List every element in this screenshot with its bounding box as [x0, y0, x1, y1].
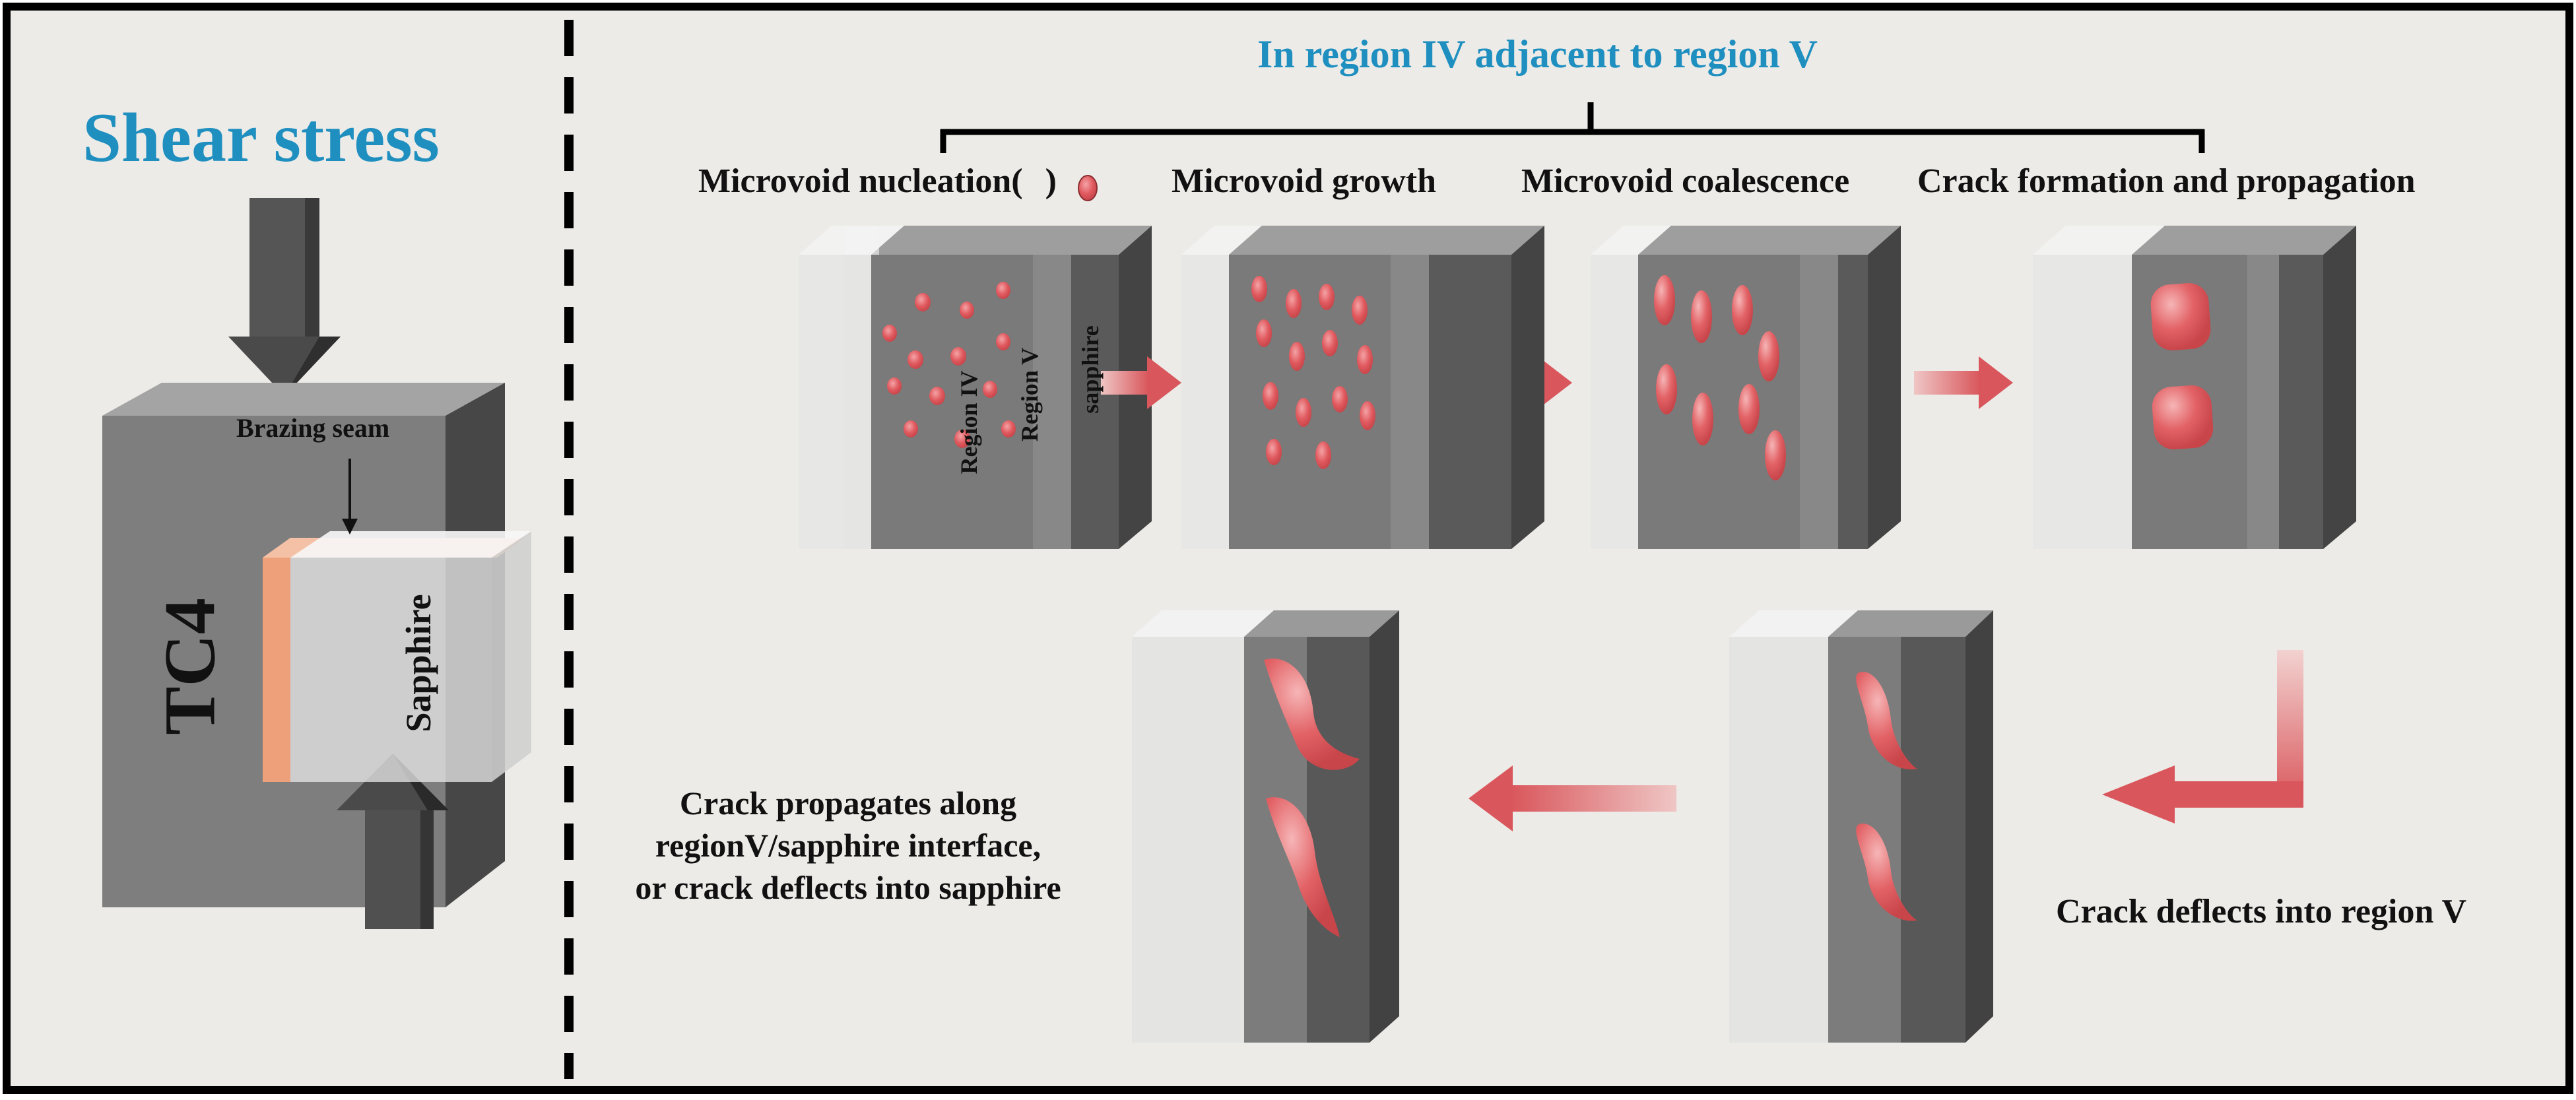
tc4-top-face: [102, 383, 505, 416]
stage-propagate-interface-block: [1132, 610, 1399, 1043]
step-label-nucleation-text: Microvoid nucleation(: [698, 162, 1023, 200]
shear-stress-title: Shear stress: [83, 99, 440, 176]
layer-label-region-iv: Region IV: [956, 370, 982, 474]
down-arrow-icon: [228, 198, 341, 396]
process-arrow-icon: [1914, 356, 2013, 409]
sapphire-block: [290, 531, 531, 782]
stage-nucleation-block: [799, 226, 1152, 549]
caption-line-1: Crack propagates along: [679, 785, 1017, 822]
region-bracket: [940, 102, 2205, 153]
brazing-seam: [263, 558, 290, 782]
process-arrow-icon: [1469, 765, 1676, 831]
step-label-coalescence: Microvoid coalescence: [1521, 162, 1850, 200]
process-arrow-icon: [1101, 356, 1181, 409]
step-label-crack-formation: Crack formation and propagation: [1917, 162, 2416, 200]
seam-pointer-head: [342, 519, 358, 534]
stage-crack-formation-block: [2033, 226, 2356, 549]
layer-label-sapphire: sapphire: [1077, 325, 1104, 414]
caption-line-2: regionV/sapphire interface,: [655, 827, 1041, 864]
step-label-nucleation-suffix: ): [1045, 162, 1057, 200]
stage-deflect-region-v-block: [1729, 610, 1993, 1043]
brazing-seam-label: Brazing seam: [236, 413, 390, 443]
layer-label-region-v: Region V: [1016, 347, 1043, 442]
tc4-label: TC4: [149, 598, 230, 735]
stage-growth-block: [1181, 226, 1544, 549]
elbow-arrow-icon: [2102, 650, 2303, 824]
caption-crack-deflects-region-v: Crack deflects into region V: [2056, 893, 2466, 930]
caption-line-3: or crack deflects into sapphire: [635, 869, 1061, 906]
stage-coalescence-block: [1591, 226, 1901, 549]
microvoid-legend-icon: [1078, 175, 1098, 201]
region-title: In region IV adjacent to region V: [1257, 32, 1818, 76]
tc4-specimen: [102, 198, 531, 929]
step-label-growth: Microvoid growth: [1172, 162, 1437, 200]
step-label-nucleation: Microvoid nucleation(): [698, 162, 1057, 201]
caption-crack-propagates: Crack propagates along regionV/sapphire …: [611, 782, 1086, 909]
sapphire-label: Sapphire: [399, 594, 438, 732]
